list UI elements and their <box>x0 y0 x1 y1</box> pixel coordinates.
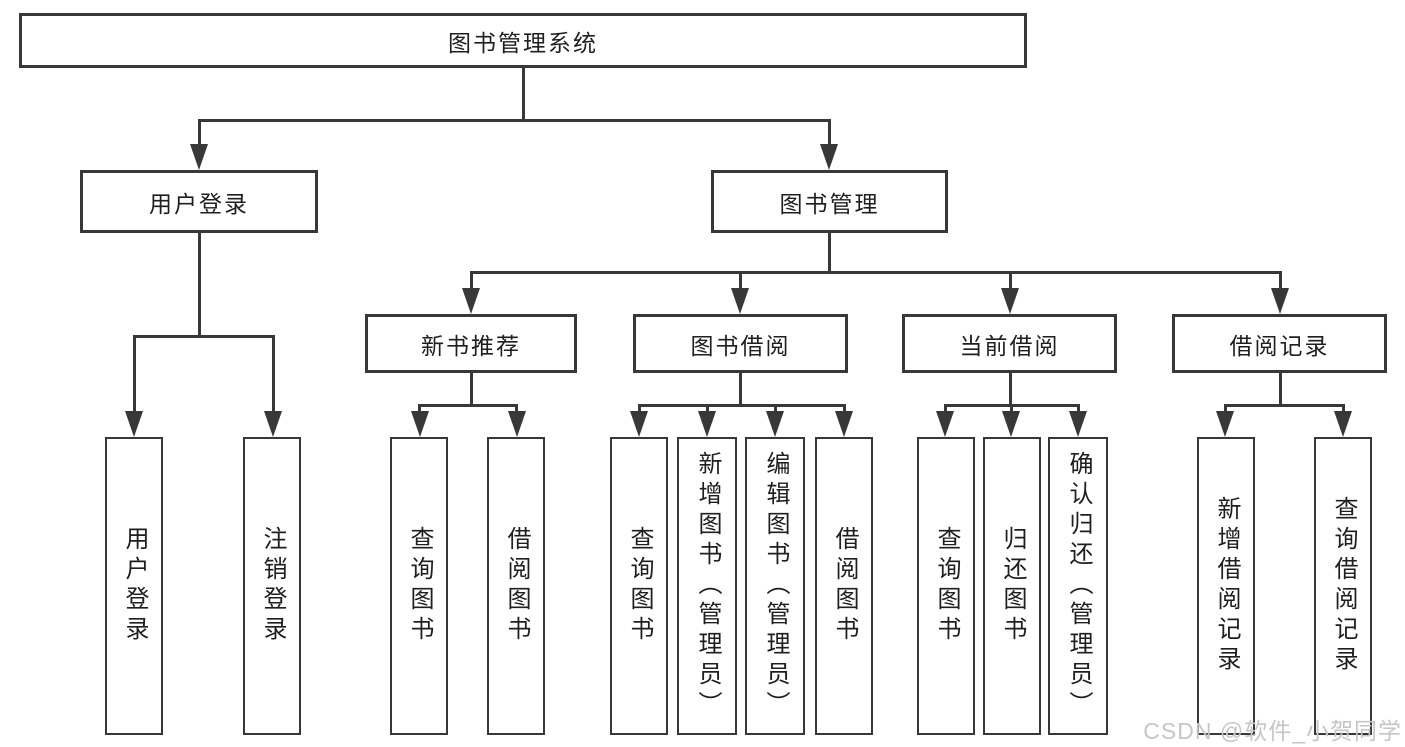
arrowhead-icon <box>698 411 716 437</box>
leaf-query-borrow-record: 查询借阅记录 <box>1314 437 1372 735</box>
arrowhead-icon <box>1001 288 1019 314</box>
connector-line <box>1223 403 1227 416</box>
connector-line <box>1223 403 1345 407</box>
leaf-borrow-books-2: 借阅图书 <box>815 437 873 735</box>
leaf-edit-books-admin: 编辑图书（管理员） <box>745 437 805 735</box>
connector-line <box>469 270 1282 274</box>
leaf-confirm-return-admin: 确认归还（管理员） <box>1048 437 1108 735</box>
connector-line <box>705 403 709 416</box>
connector-line <box>827 231 831 273</box>
arrowhead-icon <box>507 411 526 437</box>
connector-line <box>637 403 641 416</box>
connector-line <box>132 334 275 338</box>
node-book-borrowing: 图书借阅 <box>633 314 848 373</box>
connector-line <box>521 66 525 121</box>
node-user-login: 用户登录 <box>80 170 318 233</box>
arrowhead-icon <box>835 411 853 437</box>
leaf-user-login: 用户登录 <box>105 437 163 735</box>
connector-line <box>1278 270 1282 291</box>
connector-line <box>418 403 421 416</box>
connector-line <box>637 403 846 407</box>
connector-line <box>515 403 518 416</box>
connector-line <box>132 334 136 414</box>
connector-line <box>197 119 831 122</box>
connector-line <box>1278 371 1282 406</box>
connector-line <box>469 270 473 291</box>
csdn-watermark: CSDN @软件_小贺同学 <box>1143 718 1402 744</box>
arrowhead-icon <box>410 411 429 437</box>
arrowhead-icon <box>936 411 954 437</box>
leaf-borrow-books-1: 借阅图书 <box>487 437 545 735</box>
arrowhead-icon <box>1216 411 1234 437</box>
leaf-add-books-admin: 新增图书（管理员） <box>677 437 737 735</box>
connector-line <box>197 231 201 337</box>
connector-line <box>1008 371 1012 406</box>
connector-line <box>469 371 473 406</box>
node-current-borrowing: 当前借阅 <box>902 314 1117 373</box>
arrowhead-icon <box>1271 288 1289 314</box>
leaf-return-books: 归还图书 <box>983 437 1041 735</box>
connector-line <box>738 270 742 291</box>
connector-line <box>1008 270 1012 291</box>
arrowhead-icon <box>190 144 208 170</box>
node-book-management: 图书管理 <box>711 170 948 233</box>
connector-line <box>1076 403 1080 416</box>
arrowhead-icon <box>766 411 784 437</box>
arrowhead-icon <box>630 411 648 437</box>
connector-line <box>197 119 201 147</box>
node-root-library-system: 图书管理系统 <box>19 13 1027 68</box>
leaf-query-books-2: 查询图书 <box>610 437 668 735</box>
node-borrowing-records: 借阅记录 <box>1172 314 1387 373</box>
node-new-book-recommend: 新书推荐 <box>365 314 577 373</box>
connector-line <box>1341 403 1345 416</box>
arrowhead-icon <box>264 411 282 437</box>
leaf-add-borrow-record: 新增借阅记录 <box>1197 437 1255 735</box>
leaf-query-books-1: 查询图书 <box>390 437 448 735</box>
connector-line <box>1009 403 1013 416</box>
connector-line <box>271 334 275 414</box>
leaf-query-books-3: 查询图书 <box>917 437 975 735</box>
connector-line <box>943 403 947 416</box>
arrowhead-icon <box>125 411 143 437</box>
arrowhead-icon <box>820 144 838 170</box>
connector-line <box>418 403 518 407</box>
connector-line <box>842 403 846 416</box>
arrowhead-icon <box>731 288 749 314</box>
leaf-logout: 注销登录 <box>243 437 301 735</box>
connector-line <box>773 403 777 416</box>
connector-line <box>738 371 742 406</box>
connector-line <box>827 119 831 147</box>
arrowhead-icon <box>1002 411 1020 437</box>
arrowhead-icon <box>462 288 480 314</box>
arrowhead-icon <box>1069 411 1087 437</box>
arrowhead-icon <box>1334 411 1352 437</box>
